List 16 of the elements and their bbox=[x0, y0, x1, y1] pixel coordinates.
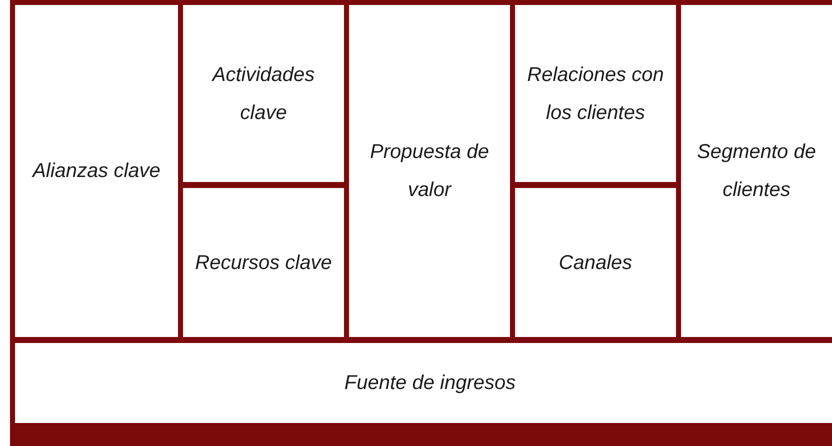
cell-label: Actividades clave bbox=[210, 62, 316, 126]
cell-label: Fuente de ingresos bbox=[343, 371, 517, 396]
canvas-cell bbox=[349, 5, 510, 337]
cell-label: Canales bbox=[558, 250, 634, 276]
cell-label: Recursos clave bbox=[194, 250, 333, 276]
canvas-cell bbox=[515, 188, 676, 337]
canvas-cell bbox=[681, 5, 832, 337]
canvas-cell bbox=[183, 188, 344, 337]
canvas-cell bbox=[15, 343, 832, 423]
cell-label: Alianzas clave bbox=[30, 159, 162, 184]
canvas-cell bbox=[183, 5, 344, 182]
canvas-cell bbox=[15, 5, 178, 337]
cell-label: Segmento de clientes bbox=[696, 140, 817, 203]
cell-label: Propuesta de valor bbox=[369, 140, 490, 203]
canvas-cell bbox=[515, 5, 676, 182]
cell-label: Relaciones con los clientes bbox=[526, 62, 665, 126]
